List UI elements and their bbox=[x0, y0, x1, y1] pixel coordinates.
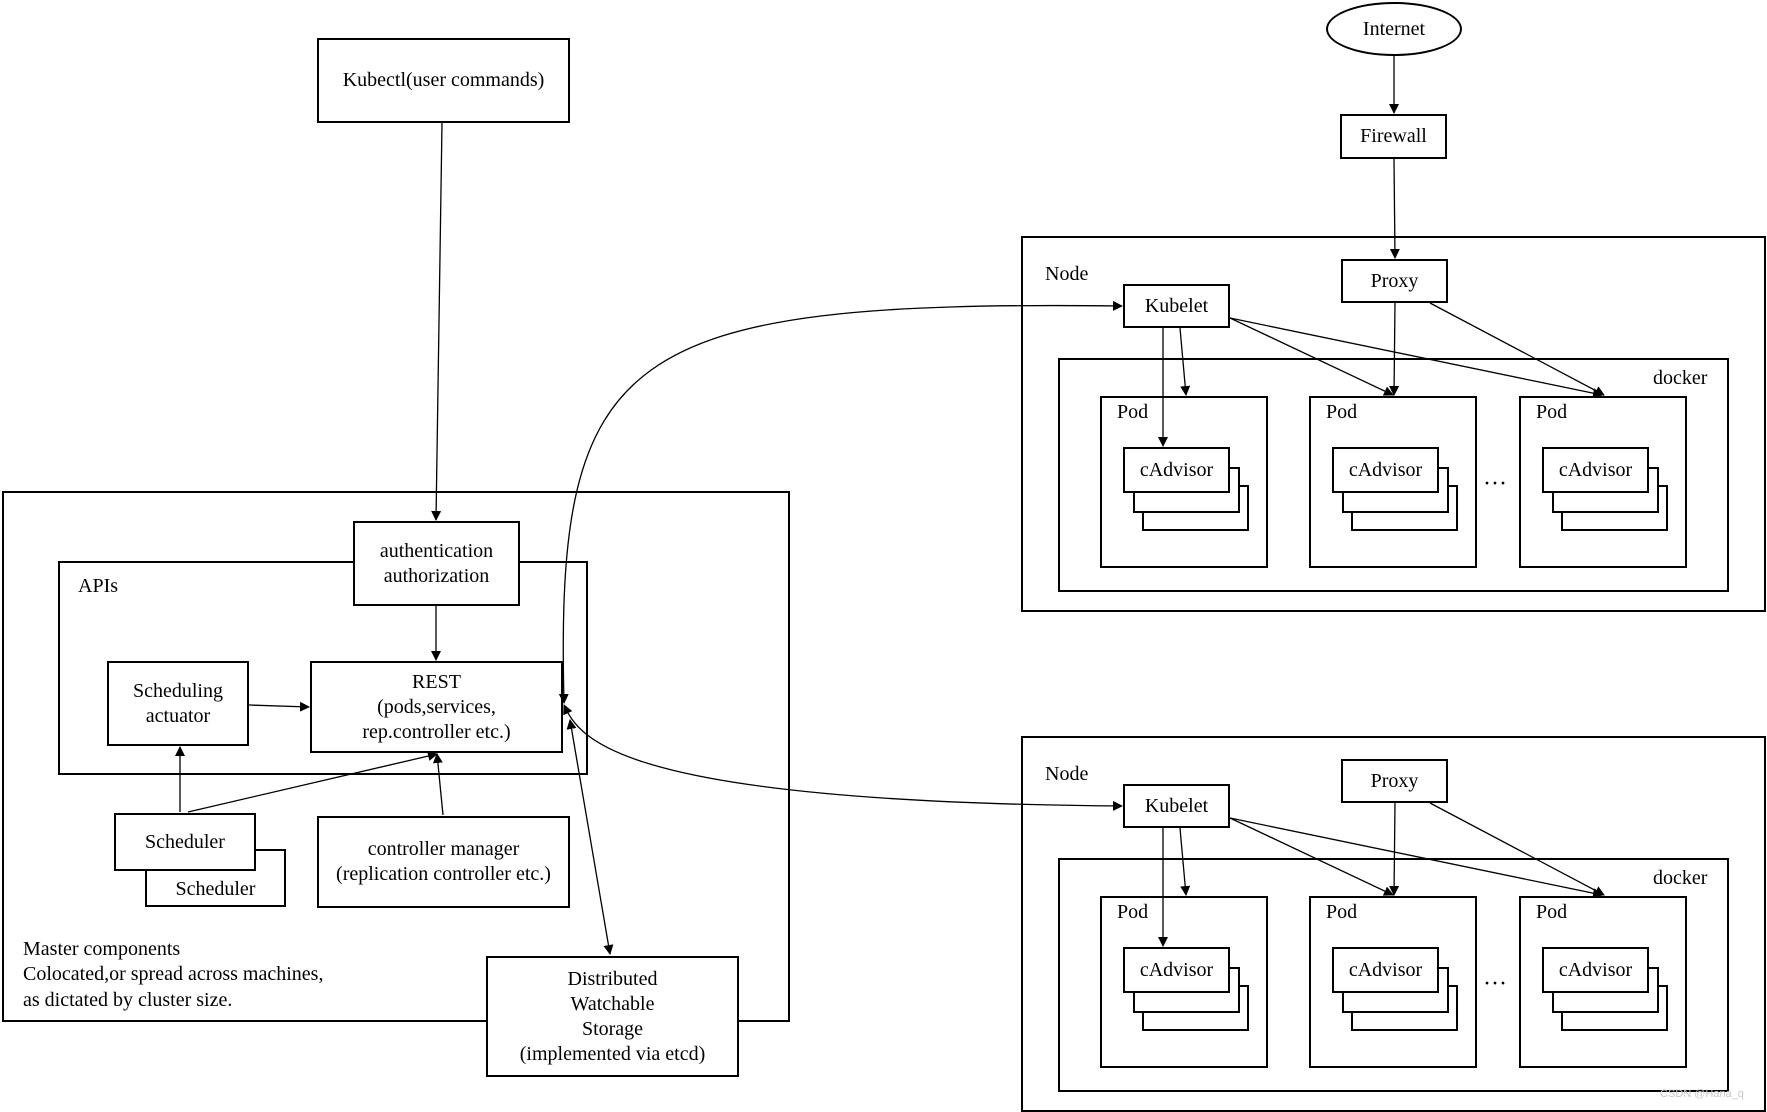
node-1-pod-3-label: Pod bbox=[1536, 401, 1568, 423]
node-1-pod-1-cadvisor-box: cAdvisor bbox=[1123, 447, 1230, 493]
auth-line-2: authorization bbox=[383, 564, 490, 587]
watermark-text: CSDN @Hana_q bbox=[1660, 1088, 1744, 1100]
node-2-proxy-label: Proxy bbox=[1370, 769, 1419, 792]
controller-manager-line-2: (replication controller etc.) bbox=[336, 863, 551, 885]
node-2-pod-2-cadvisor-box: cAdvisor bbox=[1332, 947, 1439, 993]
node-2-pod-3-cadvisor-box: cAdvisor bbox=[1542, 947, 1649, 993]
storage-line-1: Distributed bbox=[567, 967, 658, 990]
rest-box: REST (pods,services, rep.controller etc.… bbox=[310, 661, 563, 753]
firewall-label: Firewall bbox=[1360, 125, 1427, 147]
node-2-docker-label: docker bbox=[1653, 867, 1708, 889]
node-1-pod-3-cadvisor-box: cAdvisor bbox=[1542, 447, 1649, 493]
node-1-pod-1-cadvisor-label: cAdvisor bbox=[1139, 458, 1214, 481]
arrow-kubectl-to-auth bbox=[431, 122, 443, 521]
node-1-kubelet-label: Kubelet bbox=[1144, 294, 1209, 317]
scheduling-actuator-line-2: actuator bbox=[145, 704, 211, 727]
internet-node: Internet bbox=[1326, 2, 1462, 56]
rest-line-3: rep.controller etc.) bbox=[362, 720, 511, 743]
internet-label: Internet bbox=[1362, 17, 1426, 40]
master-caption-line-1: Master components bbox=[23, 938, 181, 960]
scheduler-label: Scheduler bbox=[145, 830, 225, 853]
rest-line-2: (pods,services, bbox=[377, 695, 496, 718]
node-2-pod-ellipsis: ··· bbox=[1483, 971, 1507, 997]
node-1-pod-2-cadvisor-label: cAdvisor bbox=[1348, 458, 1423, 481]
node-1-proxy-label: Proxy bbox=[1370, 269, 1419, 292]
node-2-pod-1-cadvisor-box: cAdvisor bbox=[1123, 947, 1230, 993]
firewall-box: Firewall bbox=[1340, 114, 1447, 159]
node-1-label: Node bbox=[1045, 263, 1089, 285]
node-2-pod-3-label: Pod bbox=[1536, 901, 1568, 923]
node-1-pod-ellipsis: ··· bbox=[1483, 471, 1507, 497]
scheduler-back-label: Scheduler bbox=[175, 877, 256, 900]
node-2-label: Node bbox=[1045, 763, 1089, 785]
node-2-pod-2-cadvisor-label: cAdvisor bbox=[1348, 958, 1423, 981]
controller-manager-line-1: controller manager bbox=[367, 838, 520, 860]
node-1-pod-2-label: Pod bbox=[1326, 401, 1358, 423]
kubectl-label: Kubectl(user commands) bbox=[342, 69, 545, 91]
kubectl-box: Kubectl(user commands) bbox=[317, 38, 570, 123]
storage-line-3: Storage bbox=[581, 1017, 644, 1040]
node-1-docker-label: docker bbox=[1653, 367, 1708, 389]
apis-label: APIs bbox=[78, 575, 119, 597]
node-1-pod-2-cadvisor-box: cAdvisor bbox=[1332, 447, 1439, 493]
node-2-pod-1-cadvisor-label: cAdvisor bbox=[1139, 958, 1214, 981]
node-1-kubelet-box: Kubelet bbox=[1123, 284, 1230, 328]
scheduler-box: Scheduler bbox=[114, 813, 256, 871]
auth-box: authentication authorization bbox=[353, 521, 520, 606]
node-1-pod-3-cadvisor-label: cAdvisor bbox=[1558, 458, 1633, 481]
node-2-pod-3-cadvisor-label: cAdvisor bbox=[1558, 958, 1633, 981]
scheduling-actuator-line-1: Scheduling bbox=[133, 679, 223, 702]
node-1-proxy-box: Proxy bbox=[1341, 259, 1448, 303]
node-2-kubelet-label: Kubelet bbox=[1144, 794, 1209, 817]
distributed-storage-box: Distributed Watchable Storage (implement… bbox=[486, 956, 739, 1077]
node-1-pod-1-label: Pod bbox=[1117, 401, 1149, 423]
storage-line-4: (implemented via etcd) bbox=[519, 1042, 706, 1065]
node-2-pod-1-label: Pod bbox=[1117, 901, 1149, 923]
rest-line-1: REST bbox=[412, 670, 461, 693]
auth-line-1: authentication bbox=[379, 539, 494, 562]
controller-manager-box: controller manager (replication controll… bbox=[317, 816, 570, 908]
master-caption-line-2: Colocated,or spread across machines, bbox=[23, 963, 324, 985]
master-caption-line-3: as dictated by cluster size. bbox=[23, 989, 233, 1011]
scheduling-actuator-box: Scheduling actuator bbox=[107, 661, 249, 746]
storage-line-2: Watchable bbox=[570, 992, 655, 1015]
node-2-kubelet-box: Kubelet bbox=[1123, 784, 1230, 828]
node-2-proxy-box: Proxy bbox=[1341, 759, 1448, 803]
node-2-pod-2-label: Pod bbox=[1326, 901, 1358, 923]
